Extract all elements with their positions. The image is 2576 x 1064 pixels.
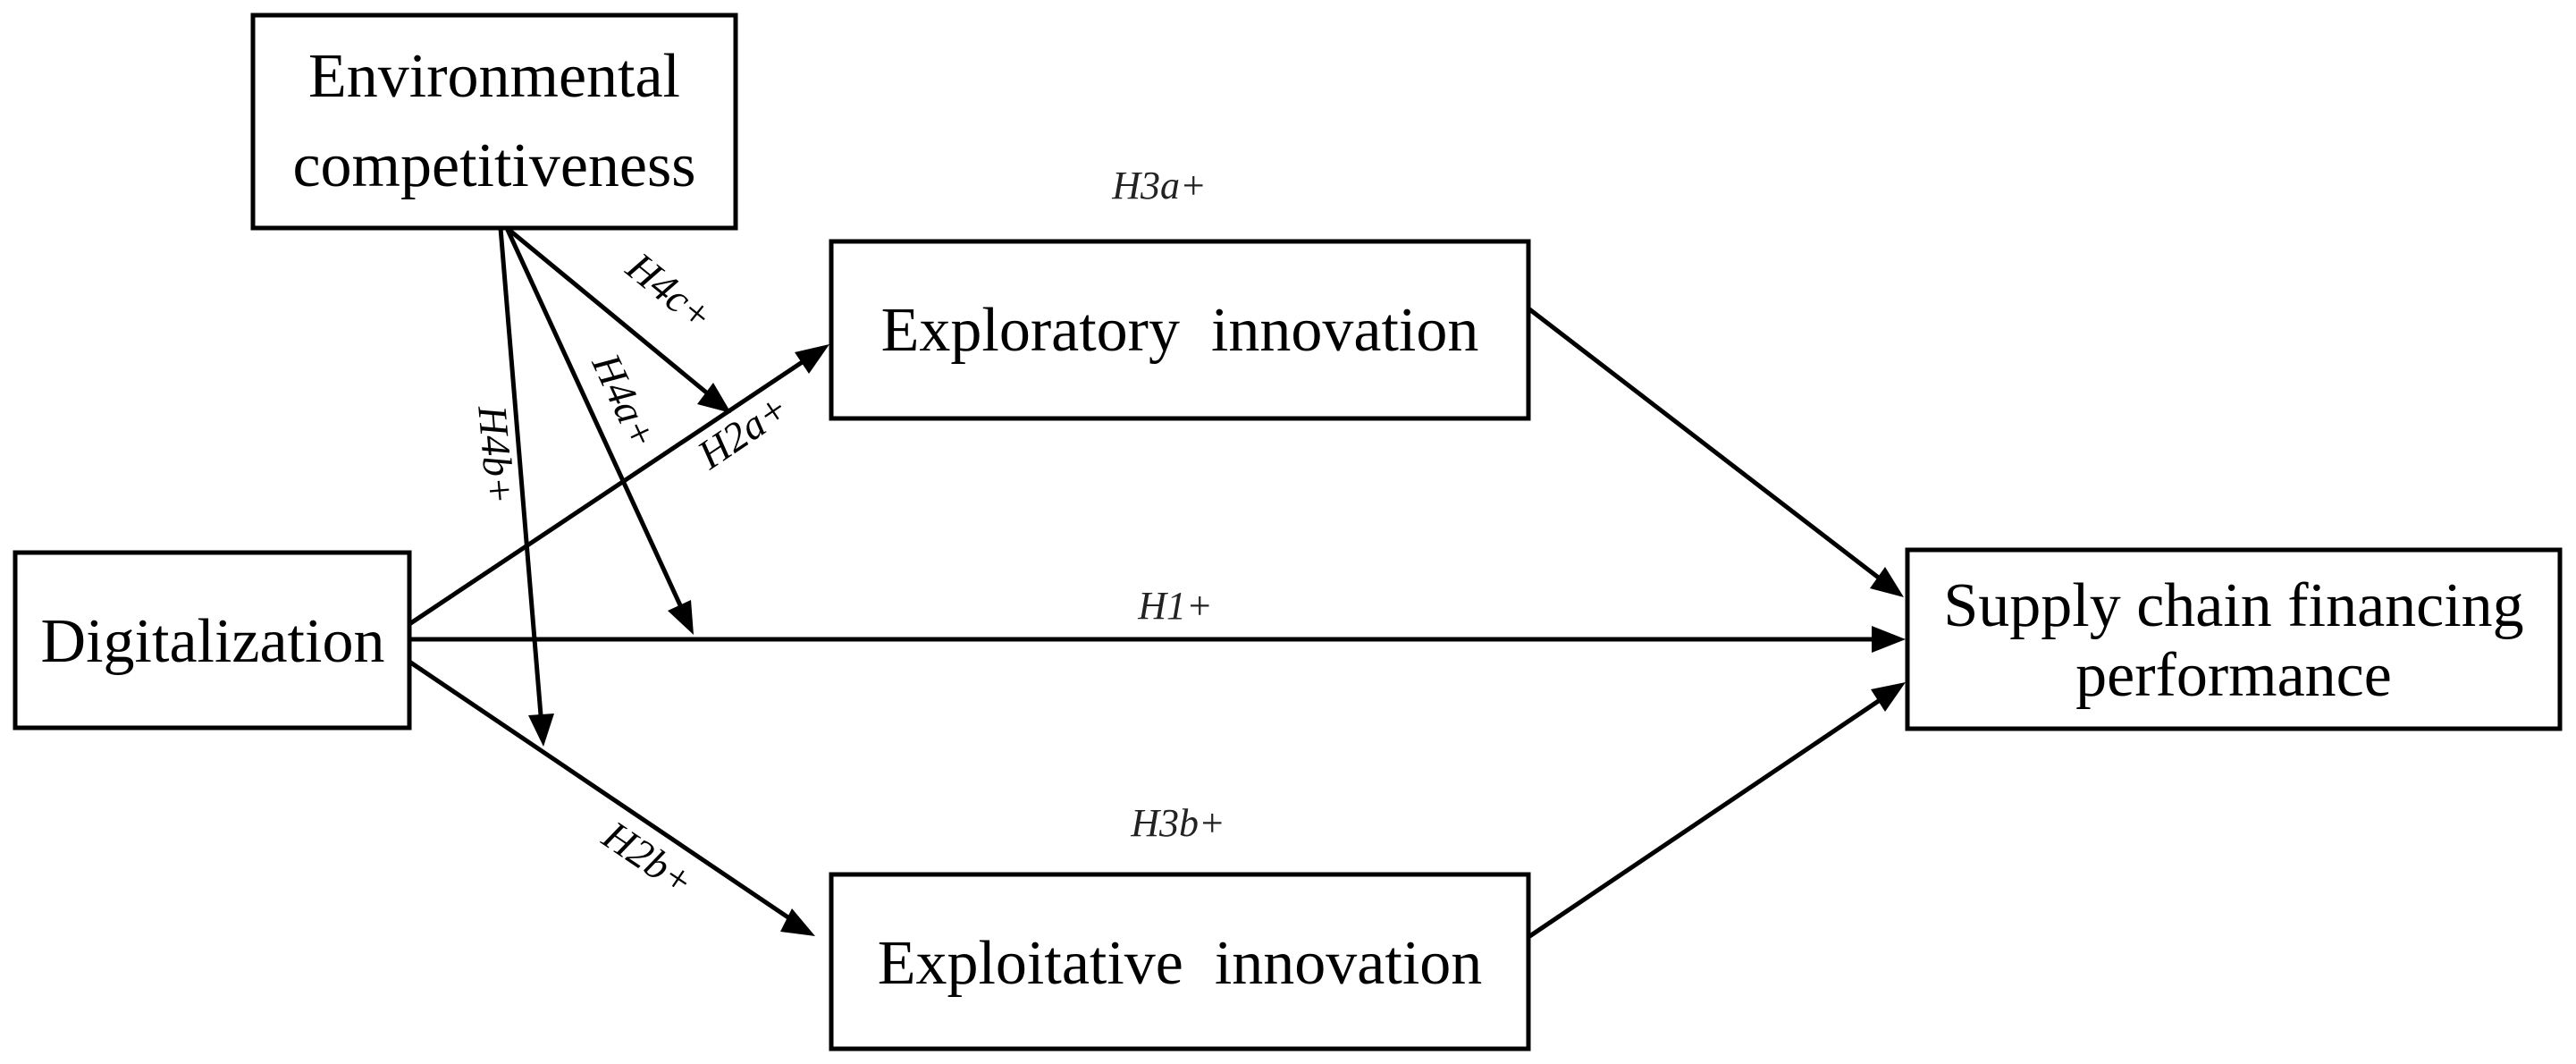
edge-h4b [498, 227, 544, 727]
node-exploratory-innovation: Exploratory innovation [829, 239, 1531, 421]
edge-h4c-arrowhead [697, 383, 731, 413]
label-h4b: H4b+ [469, 403, 524, 506]
exploitative-label: Exploitative innovation [878, 929, 1483, 998]
label-h4a: H4a+ [583, 346, 666, 455]
label-h3b: H3b+ [1130, 801, 1225, 845]
label-h1: H1+ [1137, 584, 1212, 628]
edge-h2b [408, 659, 799, 926]
edge-h4b-arrowhead [528, 714, 554, 747]
label-h4c: H4c+ [618, 243, 722, 340]
supply-chain-label-line2: performance [2075, 641, 2392, 710]
edge-h4a [504, 226, 688, 619]
environmental-label-line1: Environmental [308, 42, 680, 111]
edges [408, 226, 1906, 940]
edge-h3b-arrowhead [1871, 682, 1906, 712]
supply-chain-label-line1: Supply chain financing [1943, 571, 2523, 640]
environmental-label-line2: competitiveness [292, 131, 695, 200]
node-digitalization: Digitalization [13, 550, 412, 730]
node-supply-chain-financing-performance: Supply chain financing performance [1905, 547, 2563, 731]
edge-h3a-arrowhead [1870, 567, 1904, 597]
label-h3a: H3a+ [1111, 164, 1206, 207]
edge-h4a-arrowhead [668, 600, 694, 635]
edge-h1-arrowhead [1872, 626, 1906, 653]
edge-h2a [408, 353, 813, 627]
edge-h2a-arrowhead [795, 344, 829, 374]
exploratory-label: Exploratory innovation [881, 296, 1479, 365]
edge-h3b [1527, 692, 1890, 940]
node-exploitative-innovation: Exploitative innovation [829, 872, 1531, 1051]
node-environmental-competitiveness: Environmental competitiveness [250, 13, 738, 231]
edge-h3a [1527, 307, 1890, 587]
digitalization-label: Digitalization [41, 607, 385, 676]
edge-h4c [505, 226, 717, 401]
edge-h2b-arrowhead [780, 908, 815, 936]
